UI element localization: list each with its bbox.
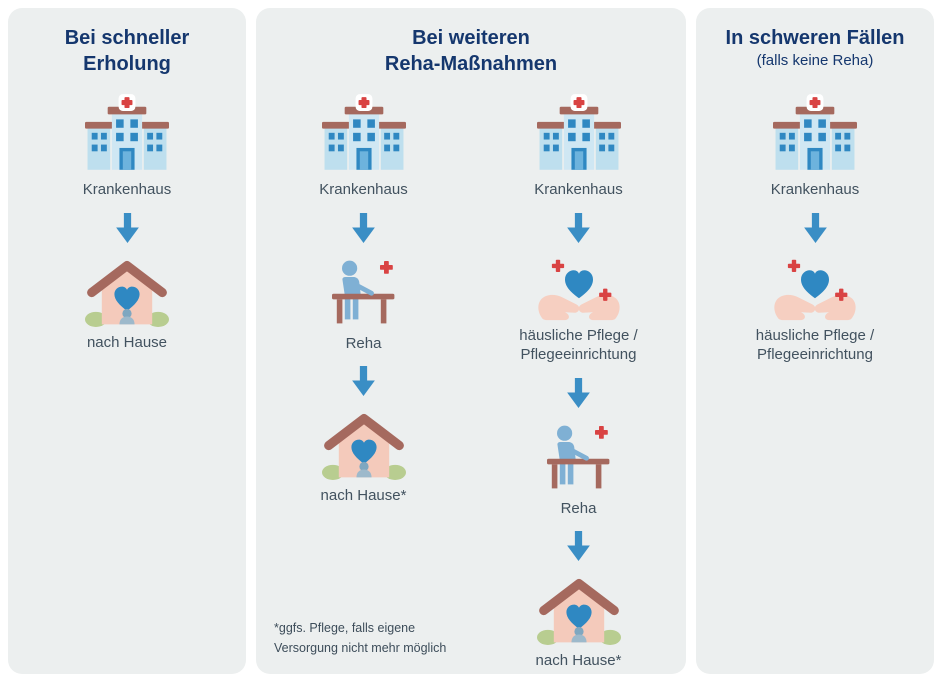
hospital-icon bbox=[322, 94, 406, 175]
panel-title-line: In schweren Fällen bbox=[725, 27, 905, 49]
care-label-line: häusliche Pflege / bbox=[519, 326, 638, 344]
home-icon bbox=[85, 257, 169, 328]
arrow-down-icon bbox=[115, 213, 140, 244]
hospital-icon bbox=[537, 94, 621, 175]
reha-walking-bars-icon bbox=[543, 422, 615, 494]
reha-label: Reha bbox=[560, 499, 597, 517]
panel-title-line: Erholung bbox=[83, 53, 171, 76]
home-icon bbox=[322, 410, 406, 481]
home-label: nach Hause* bbox=[320, 487, 407, 504]
home-label: nach Hause* bbox=[535, 652, 622, 669]
hospital-label: Krankenhaus bbox=[319, 181, 408, 198]
arrow-down-icon bbox=[566, 213, 591, 244]
panel-title-line: Bei schneller bbox=[64, 27, 190, 49]
panel-severe-cases: In schweren Fällen (falls keine Reha) Kr… bbox=[696, 8, 934, 674]
panel-reha-measures: Bei weiteren Reha-Maßnahmen Krankenhaus … bbox=[256, 8, 686, 674]
hospital-icon bbox=[85, 94, 169, 175]
panel-title: In schweren Fällen (falls keine Reha) bbox=[696, 8, 934, 84]
footnote-line: Versorgung nicht mehr möglich bbox=[274, 640, 447, 655]
panel-title-line: Bei weiteren bbox=[412, 27, 530, 49]
care-label-line: Pflegeeinrichtung bbox=[520, 346, 637, 363]
panel-subtitle: (falls keine Reha) bbox=[756, 52, 874, 70]
arrow-down-icon bbox=[566, 531, 591, 562]
reha-walking-bars-icon bbox=[328, 257, 400, 329]
arrow-down-icon bbox=[566, 378, 591, 409]
home-label: nach Hause bbox=[86, 333, 168, 351]
arrow-down-icon bbox=[351, 366, 376, 397]
reha-label: Reha bbox=[345, 334, 382, 352]
flow-column-direct-reha: Krankenhaus Reha nach Hause* bbox=[256, 84, 471, 671]
panel-title-line: Reha-Maßnahmen bbox=[384, 53, 558, 76]
care-label-line: Pflegeeinrichtung bbox=[757, 346, 873, 363]
panel-title: Bei schneller Erholung bbox=[8, 8, 246, 84]
care-hands-heart-icon bbox=[535, 258, 623, 321]
arrow-down-icon bbox=[803, 213, 828, 244]
flow-column: Krankenhaus nach Hause bbox=[8, 84, 246, 352]
hospital-label: Krankenhaus bbox=[534, 181, 623, 198]
home-icon bbox=[537, 575, 621, 646]
care-hands-heart-icon bbox=[771, 258, 859, 321]
care-label: häusliche Pflege / Pflegeeinrichtung bbox=[756, 326, 874, 365]
care-label-line: häusliche Pflege / bbox=[755, 326, 875, 344]
flow-column: Krankenhaus häusliche Pflege / Pflegeein… bbox=[696, 84, 934, 365]
hospital-label: Krankenhaus bbox=[82, 181, 172, 198]
footnote: *ggfs. Pflege, falls eigene Versorgung n… bbox=[274, 619, 446, 658]
flow-columns: Krankenhaus Reha nach Hause* Krankenhaus… bbox=[256, 84, 686, 671]
care-label: häusliche Pflege / Pflegeeinrichtung bbox=[519, 326, 637, 365]
arrow-down-icon bbox=[351, 213, 376, 244]
panel-title: Bei weiteren Reha-Maßnahmen bbox=[256, 8, 686, 84]
hospital-label: Krankenhaus bbox=[770, 181, 860, 198]
panel-quick-recovery: Bei schneller Erholung Krankenhaus nach … bbox=[8, 8, 246, 674]
footnote-line: *ggfs. Pflege, falls eigene bbox=[274, 621, 416, 636]
hospital-icon bbox=[773, 94, 857, 175]
flow-column-care-then-reha: Krankenhaus häusliche Pflege / Pflegeein… bbox=[471, 84, 686, 671]
